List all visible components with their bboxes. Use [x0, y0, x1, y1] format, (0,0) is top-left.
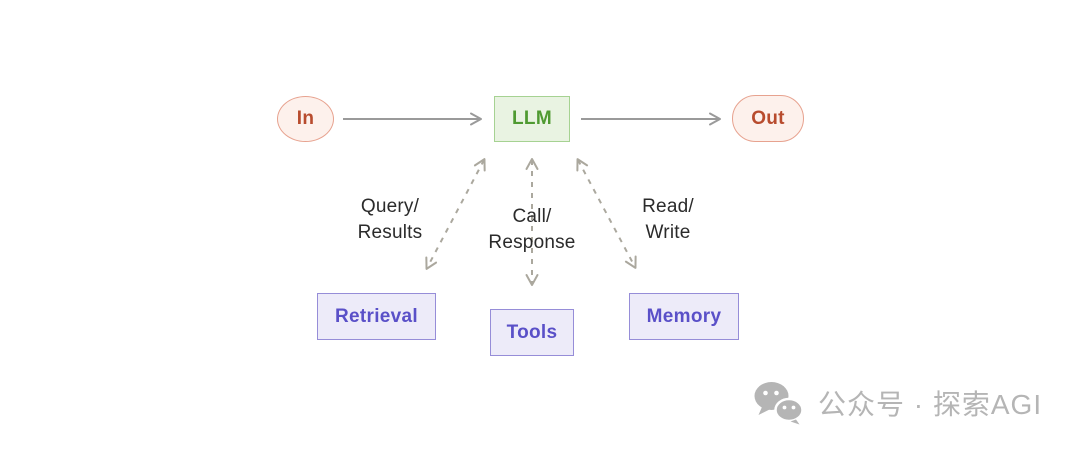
- node-llm-label: LLM: [512, 108, 552, 129]
- node-llm: LLM: [494, 96, 570, 142]
- node-out-label: Out: [751, 107, 785, 129]
- edge-label-call-response: Call/ Response: [467, 204, 597, 256]
- node-in: In: [277, 96, 334, 142]
- node-retrieval-label: Retrieval: [335, 305, 418, 327]
- watermark-text: 公众号 · 探索AGI: [818, 389, 1043, 420]
- edge-label-line: Results: [357, 222, 423, 243]
- edge-label-query-results: Query/ Results: [330, 194, 450, 246]
- node-tools-label: Tools: [506, 321, 558, 343]
- wechat-icon: [754, 382, 804, 425]
- edge-label-line: Read/: [642, 196, 694, 217]
- edge-label-line: Query/: [360, 196, 420, 217]
- node-out: Out: [732, 95, 804, 142]
- watermark: 公众号 · 探索AGI: [752, 381, 1042, 425]
- edge-label-read-write: Read/ Write: [613, 194, 723, 246]
- node-memory-label: Memory: [646, 305, 722, 327]
- node-in-label: In: [296, 108, 315, 129]
- edge-label-line: Response: [488, 232, 576, 253]
- edge-label-line: Write: [645, 222, 691, 243]
- node-memory: Memory: [629, 293, 739, 340]
- edge-label-line: Call/: [512, 206, 552, 227]
- node-tools: Tools: [490, 309, 574, 356]
- node-retrieval: Retrieval: [317, 293, 436, 340]
